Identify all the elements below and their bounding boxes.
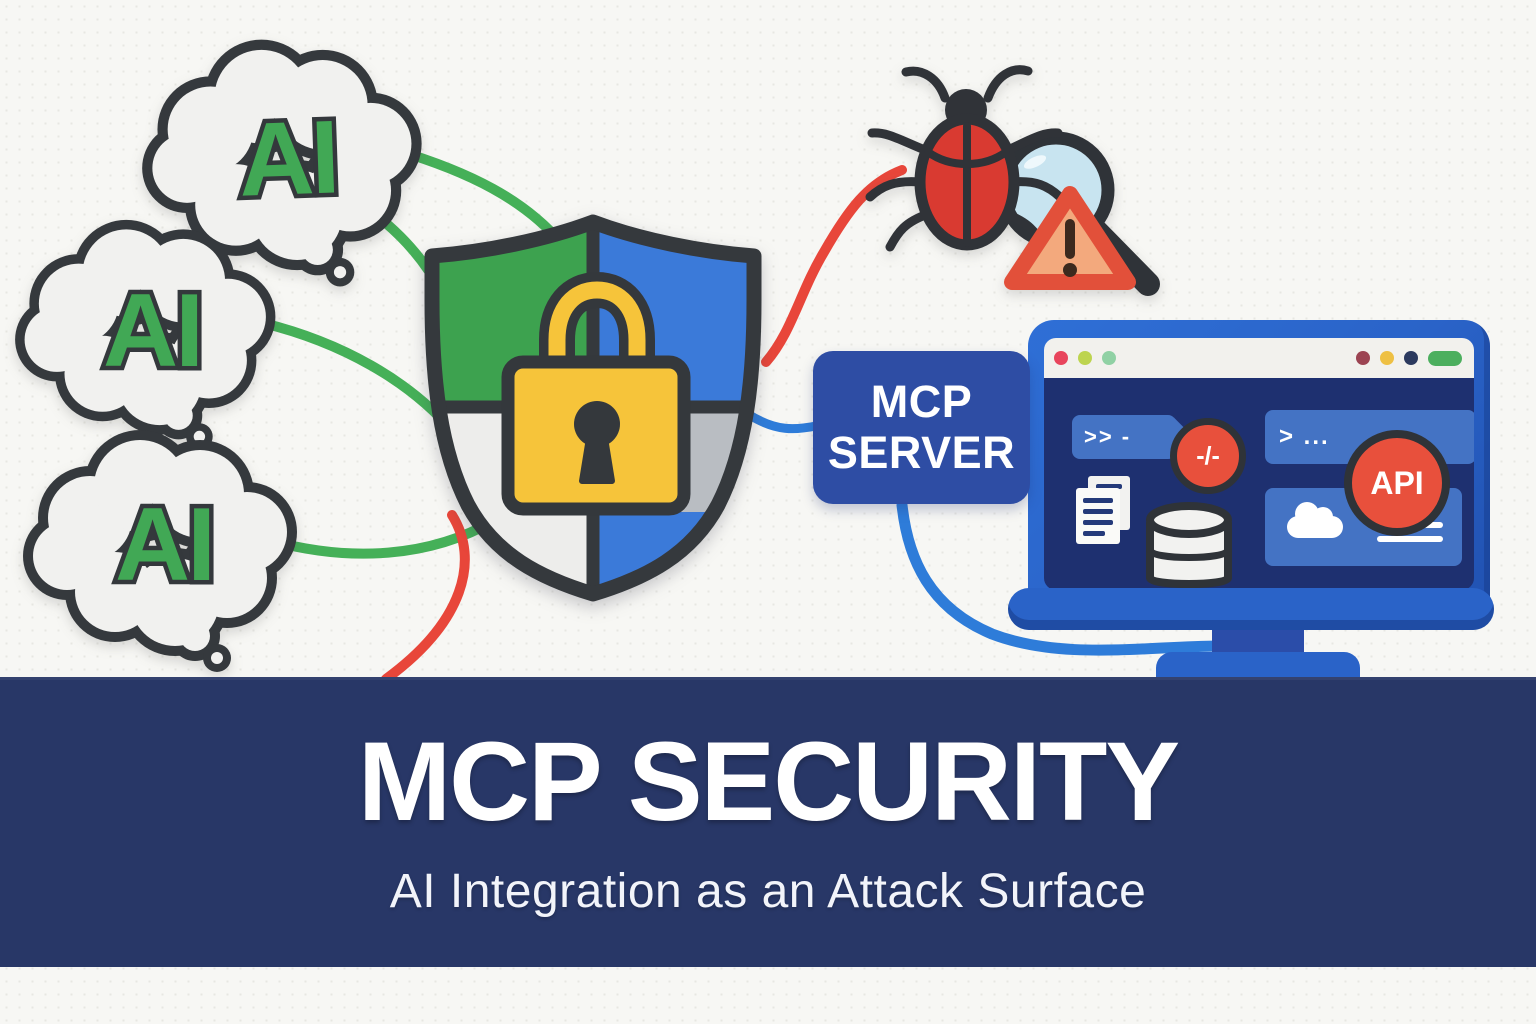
title-banner: MCP SECURITY AI Integration as an Attack… — [0, 677, 1536, 967]
warning-triangle-icon — [1004, 186, 1136, 290]
status-dot-yellow — [1380, 351, 1394, 365]
ai-label-3: AI — [115, 487, 213, 603]
battery-pill-icon — [1428, 350, 1462, 366]
titlebar-right-controls — [1346, 350, 1474, 366]
documents-icon — [1076, 476, 1130, 544]
monitor-screen: >> - -/- > ... — [1044, 378, 1474, 590]
code-error-text: -/- — [1196, 441, 1220, 470]
database-icon — [1146, 502, 1232, 588]
mcp-server-line2: SERVER — [827, 426, 1016, 478]
browser-window: >> - -/- > ... — [1044, 338, 1474, 590]
padlock-icon — [501, 271, 691, 516]
terminal-prompt-text: >> - — [1084, 424, 1132, 449]
status-dot-navy — [1404, 351, 1418, 365]
api-badge: API — [1344, 430, 1450, 536]
window-dot-green — [1102, 351, 1116, 365]
connection-line-red-to-bug — [761, 165, 907, 367]
window-dot-red — [1054, 351, 1068, 365]
ai-label-1: AI — [237, 99, 339, 218]
ai-label-2: AI — [103, 273, 201, 389]
monitor-bezel — [1008, 588, 1494, 630]
connection-line-blue-to-server — [743, 409, 821, 434]
mcp-server-line1: MCP — [870, 376, 973, 428]
window-dot-lime — [1078, 351, 1092, 365]
monitor-stand-base — [1156, 652, 1360, 680]
terminal-prompt-text: > ... — [1279, 423, 1330, 450]
api-badge-text: API — [1370, 464, 1424, 501]
cloud-icon — [1287, 502, 1343, 538]
status-dot-maroon — [1356, 351, 1370, 365]
page-title: MCP SECURITY — [357, 718, 1180, 844]
threat-group — [865, 65, 1160, 296]
connection-line-green-1 — [391, 145, 567, 249]
browser-titlebar — [1044, 338, 1474, 378]
bug-icon — [865, 65, 1065, 252]
panel-line — [1377, 536, 1443, 542]
connection-line-green-4 — [267, 515, 500, 559]
page-subtitle: AI Integration as an Attack Surface — [389, 864, 1147, 918]
code-error-badge: -/- — [1170, 418, 1246, 494]
mcp-server-badge: MCP SERVER — [813, 351, 1030, 504]
connection-line-red-down — [381, 510, 470, 684]
connection-line-blue-to-monitor — [896, 499, 1224, 656]
terminal-panel-left: >> - — [1072, 415, 1176, 459]
